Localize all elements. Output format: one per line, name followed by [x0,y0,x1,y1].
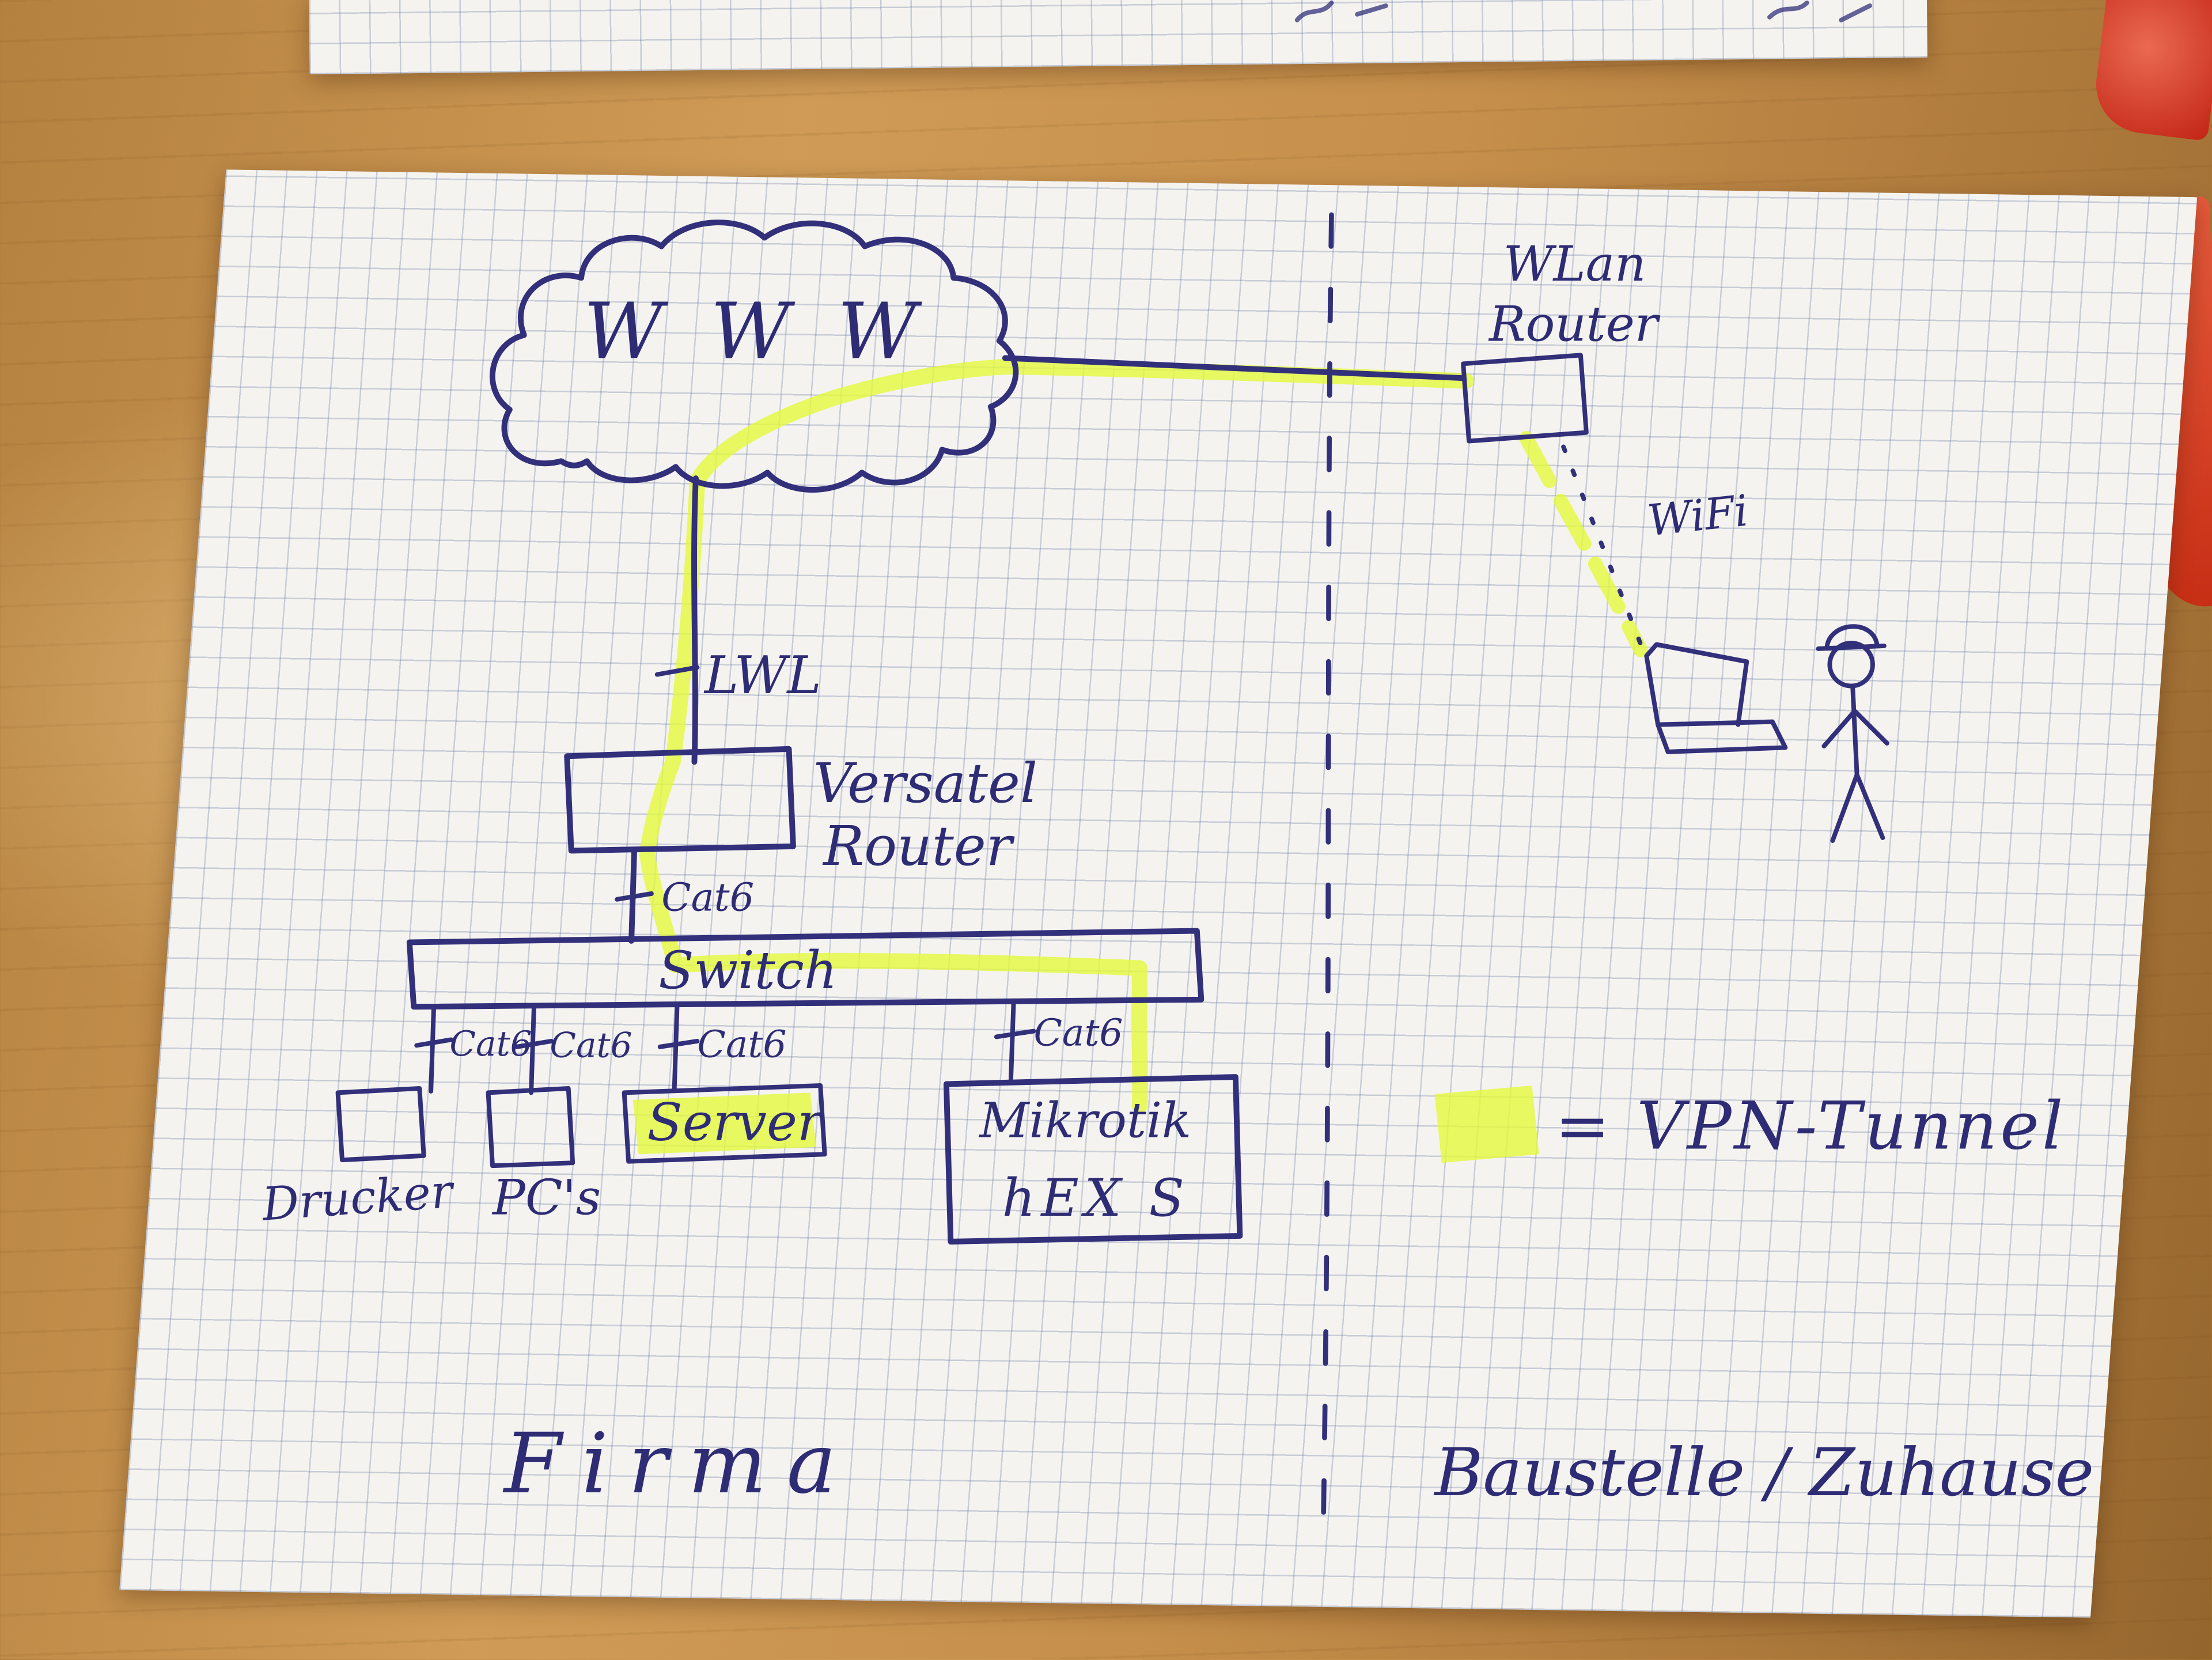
cat6-pcs-label: Cat6 [550,1026,632,1065]
wlan-router-label-2: Router [1488,296,1661,353]
drucker-label: Drucker [259,1164,456,1231]
cat6-server-label: Cat6 [697,1023,786,1066]
cat6-drucker-tick [414,1037,453,1048]
zone-divider-dashed [1320,212,1334,1557]
laptop-icon [1644,642,1788,754]
vpn-wifi-highlight-path [1519,431,1648,657]
server-highlight-fill [632,1092,816,1155]
pcs-box [486,1086,575,1169]
link-wifi-dotted [1561,444,1646,654]
lwl-tick [654,665,700,677]
wifi-label: WiFi [1645,486,1751,546]
legend-label: = VPN-Tunnel [1555,1087,2066,1164]
zone-left-label: Firma [502,1415,857,1512]
link-switch-mikrotik [1008,999,1016,1085]
cat6-versatel-label: Cat6 [661,875,754,920]
lwl-label: LWL [703,646,821,706]
cat6-server-tick [657,1038,700,1049]
mikrotik-label-2: hEX S [1002,1169,1190,1228]
versatel-router-box [564,746,796,854]
pcs-label: PC's [491,1170,601,1226]
link-switch-pcs [529,1003,537,1095]
background-paper-scribbles [1294,0,1872,22]
link-lwl [691,475,699,765]
cat6-mikrotik-tick [994,1028,1036,1039]
wlan-router-box [1461,353,1589,444]
vpn-tunnel-highlight-path [639,358,1474,1114]
cat6-pcs-tick [514,1038,554,1049]
person-icon [1816,624,1889,843]
versatel-label-1: Versatel [813,752,1037,815]
wlan-router-label-1: WLan [1503,236,1646,292]
legend-highlight-swatch [1434,1085,1539,1163]
link-switch-drucker [429,1004,437,1094]
versatel-label-2: Router [822,815,1015,878]
mikrotik-box [943,1074,1243,1245]
www-label: W W W [584,286,929,376]
switch-drop-links [414,999,1036,1095]
mikrotik-label-1: Mikrotik [978,1092,1191,1148]
link-switch-server [672,1001,680,1092]
cat6-versatel-tick [615,891,654,902]
drucker-box [335,1086,426,1163]
www-cloud-icon [489,220,1019,493]
link-www-wlanrouter [1002,355,1467,381]
server-label: Server [647,1092,824,1152]
cat6-mikrotik-label: Cat6 [1033,1011,1123,1054]
cat6-drucker-label: Cat6 [449,1024,532,1064]
server-box [622,1083,827,1164]
switch-label: Switch [658,941,837,1001]
zone-right-label: Baustelle / Zuhause [1433,1434,2094,1511]
switch-box [406,928,1205,1010]
